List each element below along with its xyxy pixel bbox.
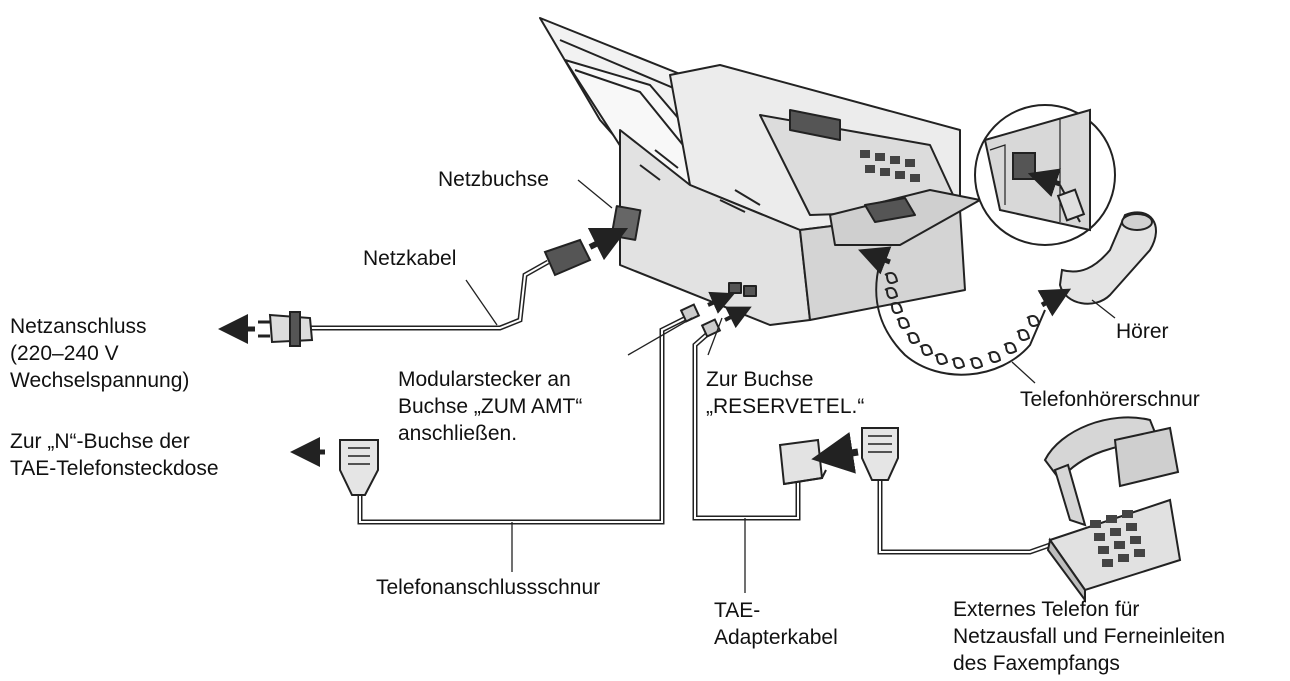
label-netzkabel: Netzkabel	[363, 247, 457, 270]
telephone-line-cord	[290, 291, 735, 525]
handset-cord	[858, 246, 1072, 376]
leader-lines	[465, 179, 1116, 593]
label-netzbuchse: Netzbuchse	[438, 168, 549, 191]
label-telefonhoererschnur: Telefonhörerschnur	[1020, 388, 1200, 411]
label-telefonanschlussschnur: Telefonanschlussschnur	[376, 576, 601, 599]
external-phone-cable	[861, 427, 1051, 555]
label-zur-buchse: Zur Buchse „RESERVETEL.“	[706, 368, 865, 418]
tae-adapter-cable	[692, 306, 859, 521]
label-tae-adapterkabel: TAE- Adapterkabel	[714, 599, 838, 649]
label-zur-n-buchse: Zur „N“-Buchse der TAE-Telefonsteckdose	[10, 430, 219, 480]
wall-socket-inset	[974, 104, 1116, 246]
fax-machine	[539, 17, 981, 326]
label-netzanschluss: Netzanschluss (220–240 V Wechselspannung…	[10, 315, 190, 392]
handset	[1058, 211, 1157, 305]
label-modularstecker: Modularstecker an Buchse „ZUM AMT“ ansch…	[398, 368, 583, 445]
power-cable	[218, 227, 629, 347]
external-telephone	[1043, 416, 1182, 604]
label-hoerer: Hörer	[1116, 320, 1169, 343]
label-externes-telefon: Externes Telefon für Netzausfall und Fer…	[953, 598, 1225, 675]
